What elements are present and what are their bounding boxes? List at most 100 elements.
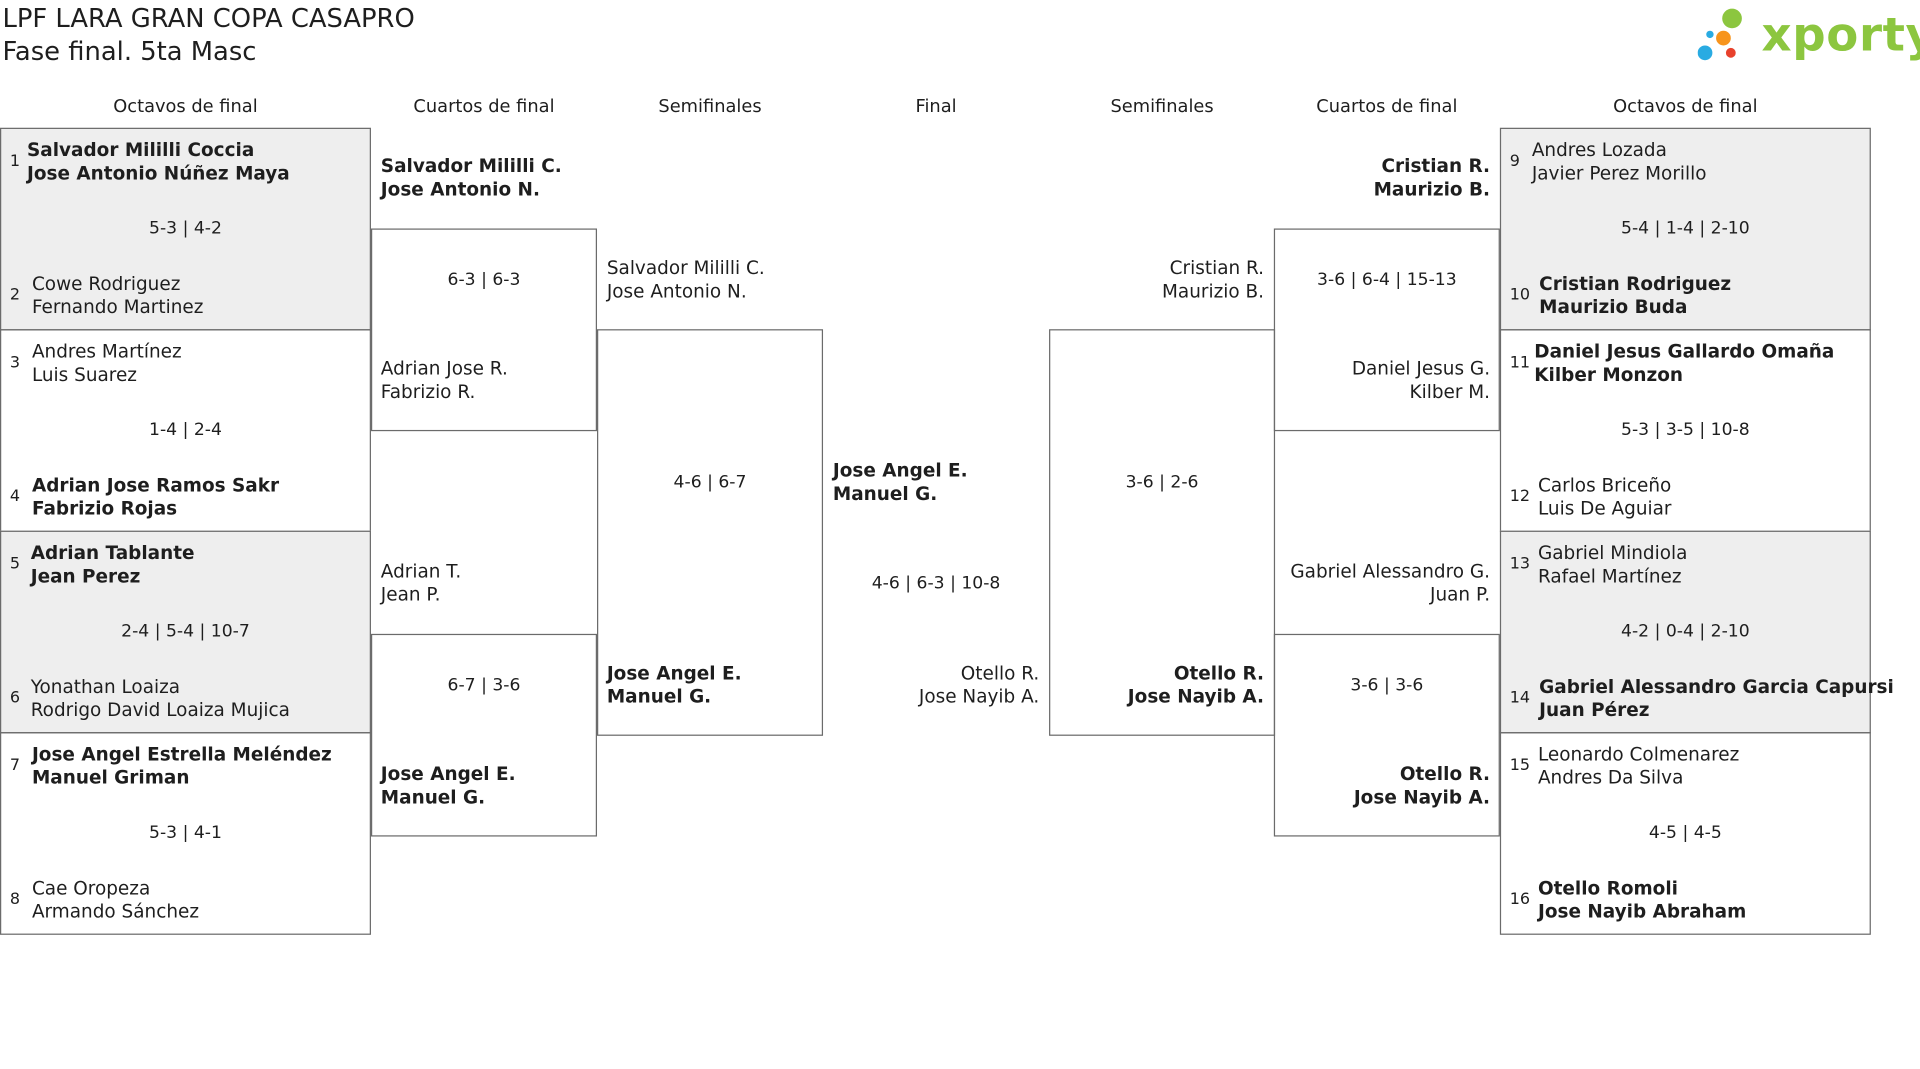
header-left-quarters: Cuartos de final [413, 97, 555, 117]
header-right-semis: Semifinales [1110, 97, 1214, 117]
team-name: Manuel G. [606, 685, 712, 708]
seed-number: 1 [9, 152, 20, 171]
logo-text: xporty [1761, 7, 1920, 62]
team-name: Cristian Rodriguez [1539, 272, 1732, 295]
seed-number: 3 [9, 353, 20, 373]
seed-number: 11 [1509, 353, 1531, 373]
bracket-sf-left [597, 329, 824, 736]
team-name: Andres Da Silva [1537, 766, 1684, 789]
team-name: Andres Martínez [31, 340, 182, 363]
team-name: Salvador Mililli C. [606, 256, 765, 279]
header-left-round16: Octavos de final [113, 97, 258, 117]
team-name: Daniel Jesus Gallardo Omaña [1534, 340, 1835, 363]
team-name: Cowe Rodriguez [31, 272, 181, 295]
team-name: Jose Antonio N. [606, 280, 747, 303]
team-name: Jose Nayib A. [1353, 786, 1491, 809]
team-name: Juan P. [1430, 583, 1491, 606]
team-name: Kilber Monzon [1534, 363, 1683, 386]
bracket-qf-left-top [370, 228, 598, 432]
match-score: 3-6 | 6-4 | 15-13 [1317, 270, 1457, 290]
team-name: Gabriel Alessandro Garcia Capursi [1539, 675, 1894, 698]
final-score: 4-6 | 6-3 | 10-8 [871, 573, 1001, 594]
bracket-qf-left-bottom [370, 633, 598, 837]
tournament-subtitle: Fase final. 5ta Masc [2, 36, 257, 67]
team-name: Gabriel Mindiola [1537, 541, 1688, 564]
team-name: Rafael Martínez [1537, 565, 1682, 588]
team-name: Jose Nayib A. [1127, 685, 1265, 708]
seed-number: 12 [1509, 487, 1531, 507]
seed-number: 13 [1509, 555, 1531, 574]
team-name: Juan Pérez [1539, 698, 1650, 722]
team-name: Jose Angel E. [380, 762, 516, 785]
finalist-team: Otello R. [960, 662, 1040, 685]
match-box-r16-8 [1499, 732, 1871, 935]
team-name: Armando Sánchez [31, 900, 200, 923]
team-name: Salvador Mililli C. [380, 154, 562, 177]
team-name: Leonardo Colmenarez [1537, 743, 1740, 766]
match-score: 3-6 | 3-6 [1350, 675, 1424, 696]
header-left-semis: Semifinales [658, 97, 762, 117]
bracket-qf-right-bottom [1273, 633, 1500, 837]
team-name: Adrian T. [380, 560, 462, 583]
seed-number: 16 [1509, 890, 1531, 910]
match-score: 1-4 | 2-4 [149, 420, 222, 440]
finalist-team: Jose Nayib A. [918, 685, 1040, 708]
champion-team: Jose Angel E. [832, 459, 968, 482]
team-name: Cristian R. [1169, 256, 1265, 279]
logo-dots-icon [1697, 8, 1742, 61]
champion-team: Manuel G. [832, 482, 938, 505]
team-name: Manuel G. [380, 786, 486, 809]
team-name: Kilber M. [1409, 380, 1491, 403]
team-name: Gabriel Alessandro G. [1290, 560, 1491, 583]
team-name: Maurizio B. [1373, 178, 1491, 201]
team-name: Yonathan Loaiza [30, 675, 181, 698]
match-score: 4-2 | 0-4 | 2-10 [1621, 621, 1750, 642]
team-name: Jose Angel E. [606, 662, 742, 685]
match-score: 4-6 | 6-7 [673, 472, 747, 493]
team-name: Jose Antonio N. [380, 178, 540, 201]
team-name: Adrian Jose Ramos Sakr [31, 474, 280, 497]
tournament-title: LPF LARA GRAN COPA CASAPRO [2, 3, 415, 34]
team-name: Jean Perez [30, 565, 141, 588]
team-name: Carlos Briceño [1537, 474, 1672, 497]
match-score: 5-3 | 4-1 [149, 823, 222, 843]
team-name: Javier Perez Morillo [1531, 162, 1707, 185]
team-name: Luis Suarez [31, 363, 137, 386]
team-name: Jose Angel Estrella Meléndez [31, 743, 332, 766]
team-name: Cristian R. [1381, 154, 1491, 177]
team-name: Salvador Mililli Coccia [27, 138, 255, 161]
seed-number: 7 [9, 756, 20, 776]
team-name: Fabrizio R. [380, 380, 476, 403]
match-score: 5-3 | 4-2 [149, 218, 222, 239]
match-score: 2-4 | 5-4 | 10-7 [121, 621, 250, 642]
seed-number: 15 [1509, 756, 1531, 776]
team-name: Jose Antonio Núñez Maya [27, 162, 290, 185]
bracket-qf-right-top [1273, 228, 1500, 432]
team-name: Luis De Aguiar [1537, 497, 1672, 520]
match-score: 5-3 | 3-5 | 10-8 [1621, 420, 1750, 440]
match-box-r16-1 [0, 127, 371, 331]
team-name: Adrian Tablante [30, 541, 195, 564]
match-box-r16-3 [0, 530, 371, 734]
team-name: Jean P. [380, 583, 441, 606]
seed-number: 5 [9, 555, 20, 574]
seed-number: 4 [9, 487, 20, 507]
team-name: Andres Lozada [1531, 138, 1667, 161]
seed-number: 6 [9, 689, 20, 708]
header-final: Final [915, 97, 957, 117]
match-box-r16-7 [1499, 530, 1871, 734]
team-name: Otello Romoli [1537, 877, 1678, 900]
team-name: Fabrizio Rojas [31, 497, 178, 520]
header-right-round16: Octavos de final [1613, 97, 1758, 117]
seed-number: 2 [9, 286, 20, 305]
match-score: 5-4 | 1-4 | 2-10 [1621, 218, 1750, 239]
match-box-r16-4 [0, 732, 371, 935]
xporty-logo: xporty [1697, 5, 1920, 66]
team-name: Cae Oropeza [31, 877, 151, 900]
seed-number: 10 [1509, 286, 1531, 305]
match-score: 3-6 | 2-6 [1125, 472, 1199, 493]
match-box-r16-5 [1499, 127, 1871, 331]
team-name: Manuel Griman [31, 766, 190, 789]
team-name: Maurizio B. [1162, 280, 1265, 303]
match-score: 4-5 | 4-5 [1648, 823, 1722, 843]
